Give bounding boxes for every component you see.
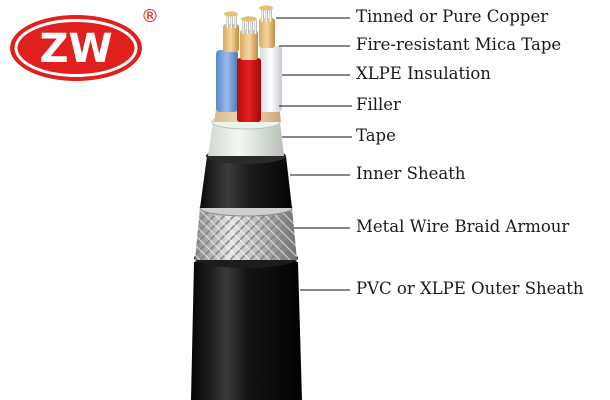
leader-lines xyxy=(276,17,352,291)
label-braid-armour: Metal Wire Braid Armour xyxy=(356,217,570,236)
mica-tape-center xyxy=(240,30,258,60)
outer-sheath xyxy=(191,253,302,400)
label-filler: Filler xyxy=(356,95,401,114)
zw-logo: ZW ® xyxy=(10,6,159,81)
label-inner-sheath: Inner Sheath xyxy=(356,164,466,183)
tape-layer xyxy=(208,122,284,156)
conductor-center xyxy=(242,16,257,34)
core-white xyxy=(260,46,282,112)
inner-sheath xyxy=(200,156,292,208)
label-tinned-copper: Tinned or Pure Copper xyxy=(356,7,549,26)
cable-illustration xyxy=(191,5,302,400)
braid-pattern xyxy=(195,208,297,260)
logo-ellipse-outer xyxy=(10,15,142,81)
core-red xyxy=(237,58,261,122)
conductor-left-top xyxy=(224,11,238,17)
core-blue xyxy=(216,50,238,112)
logo-ellipse-ring xyxy=(14,19,138,77)
conductor-right-top xyxy=(259,5,273,11)
conductor-left xyxy=(226,12,237,28)
label-mica-tape: Fire-resistant Mica Tape xyxy=(356,35,562,54)
registered-mark: ® xyxy=(141,6,159,27)
label-outer-sheath: PVC or XLPE Outer Sheath xyxy=(356,279,584,298)
label-tape: Tape xyxy=(356,126,396,145)
mica-tape-right xyxy=(259,18,275,48)
label-xlpe-insulation: XLPE Insulation xyxy=(356,64,491,83)
logo-text: ZW xyxy=(39,26,112,72)
conductor-right xyxy=(261,6,272,22)
mica-tape-left xyxy=(223,24,239,52)
conductor-center-top xyxy=(241,16,257,22)
